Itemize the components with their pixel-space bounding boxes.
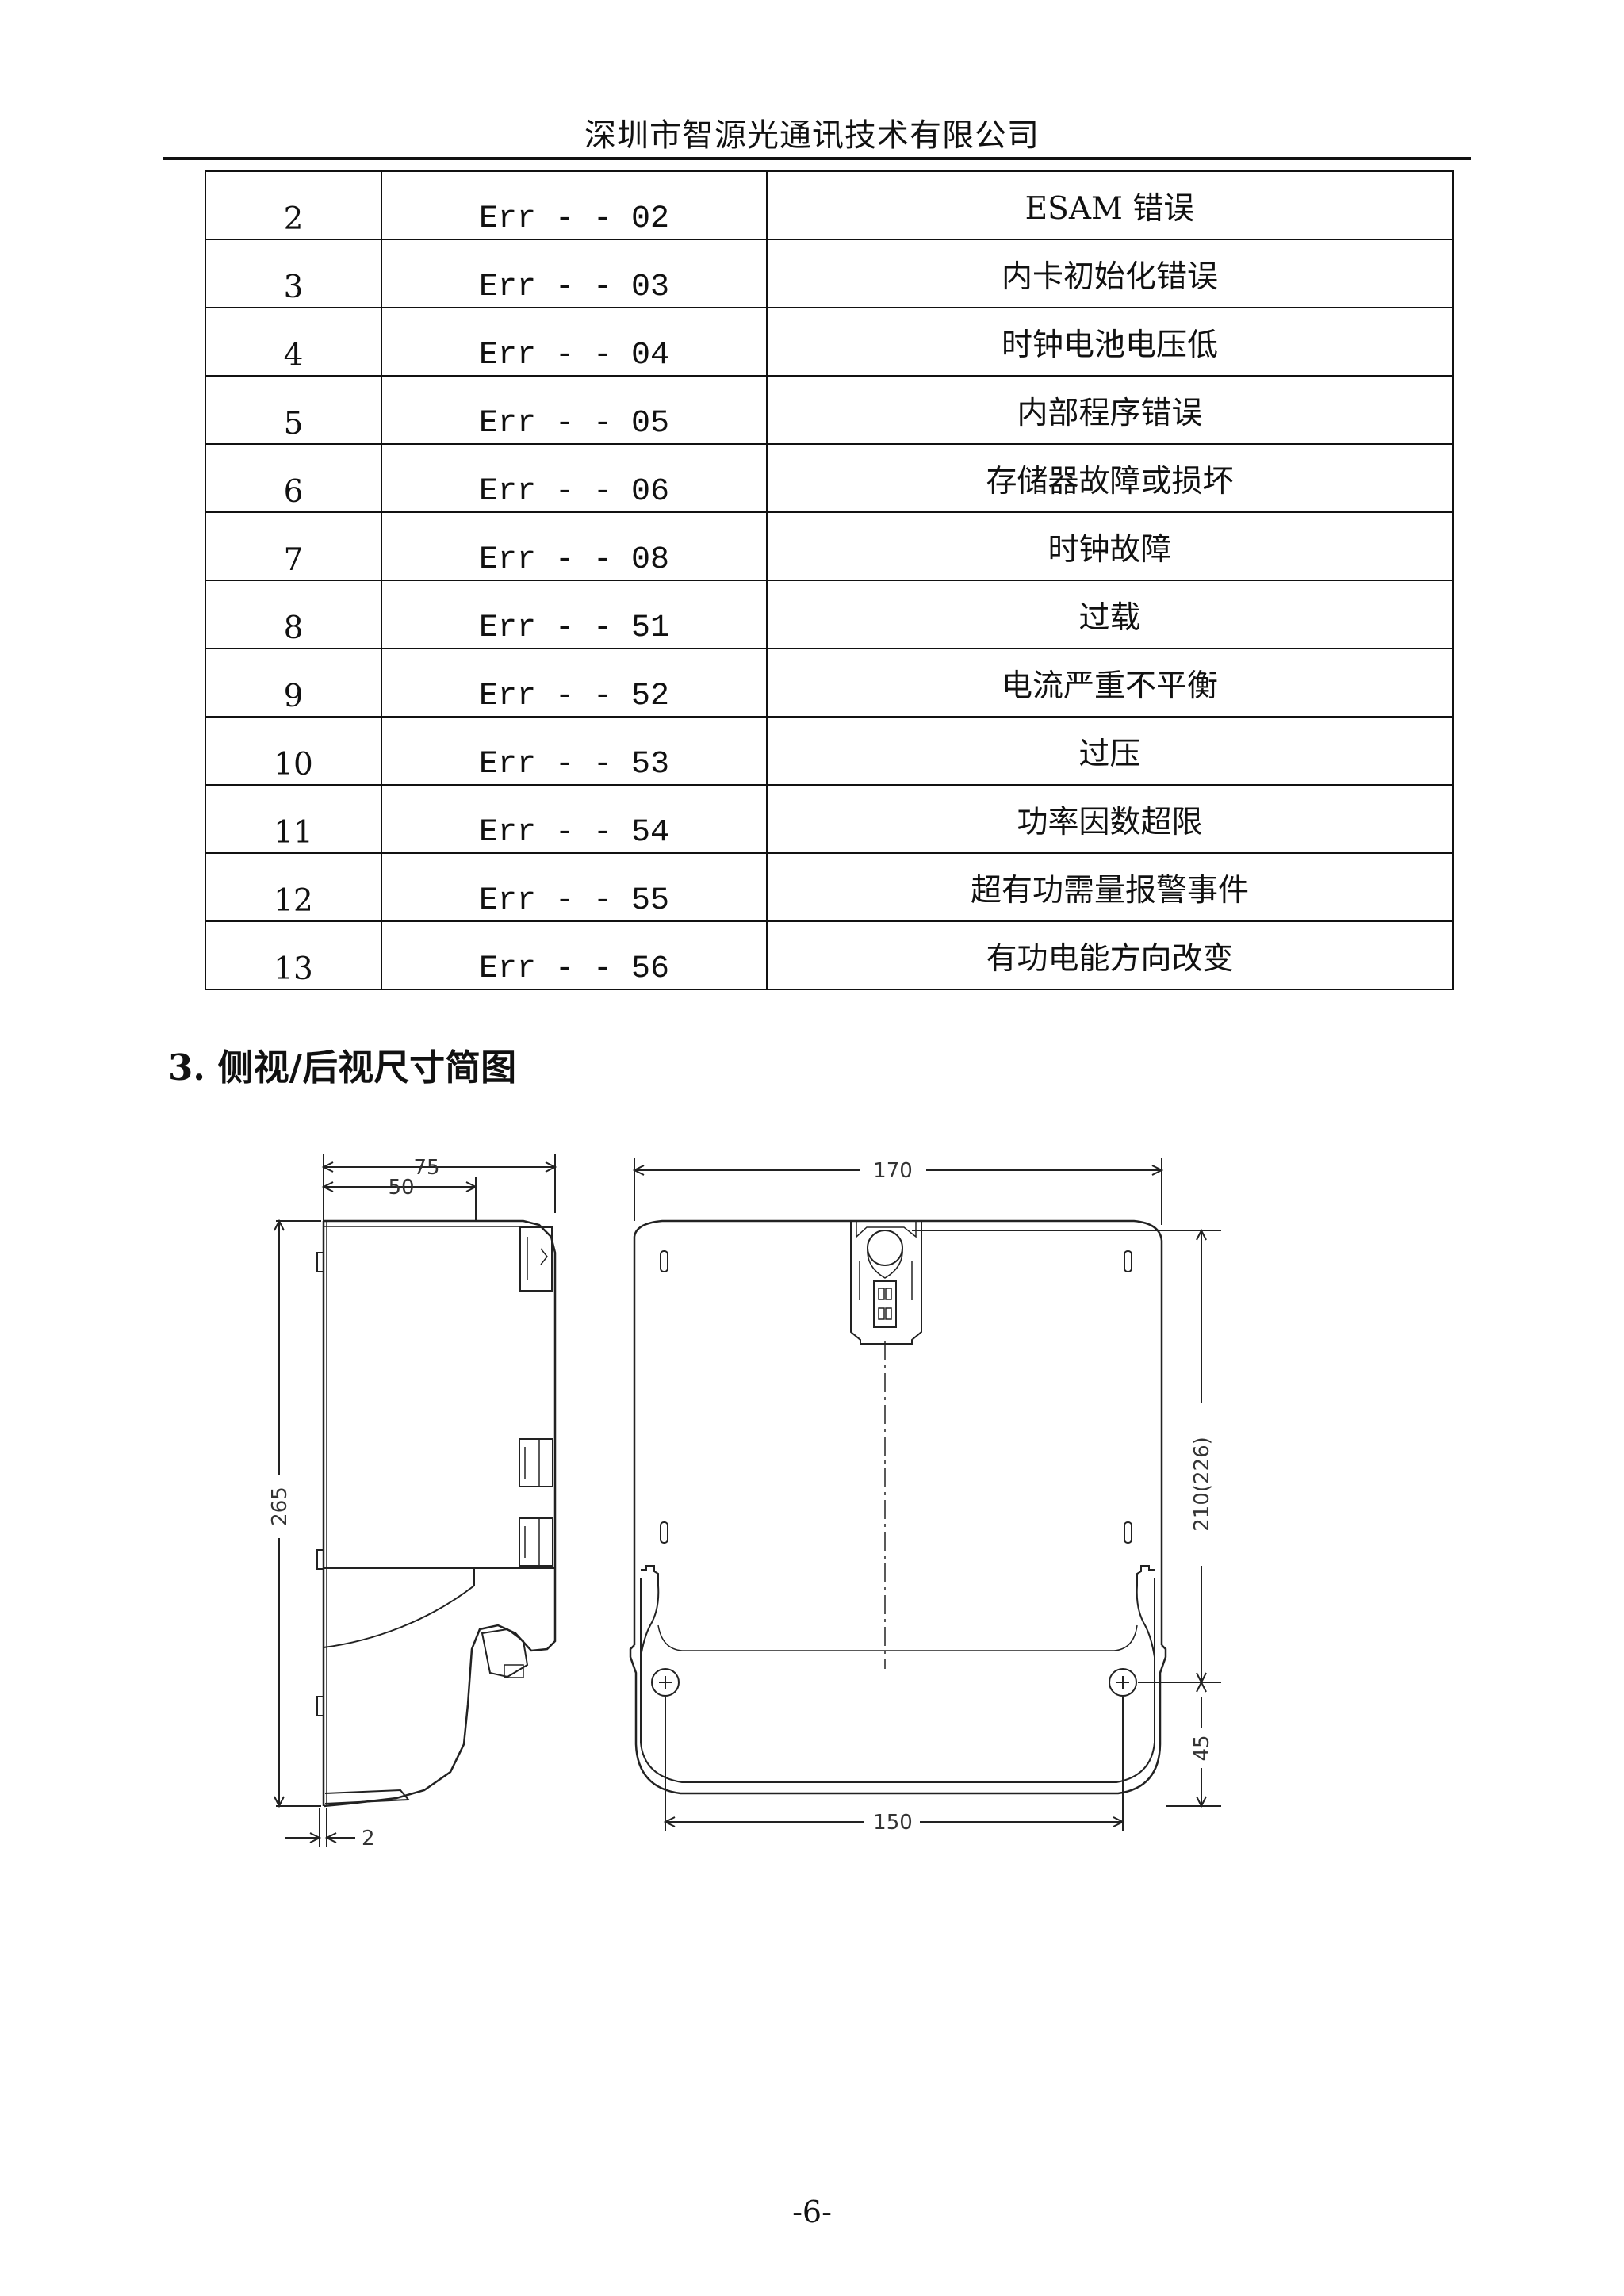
company-header: 深圳市智源光通讯技术有限公司 bbox=[584, 117, 1040, 154]
section-heading: 3. 侧视/后视尺寸简图 bbox=[168, 1047, 517, 1089]
page-number: -6- bbox=[792, 2195, 832, 2229]
dim-label-50: 50 bbox=[388, 1176, 414, 1200]
row-number: 3 bbox=[205, 239, 382, 308]
row-number: 13 bbox=[205, 920, 382, 990]
error-code: Err - - 04 bbox=[381, 307, 768, 377]
error-code: Err - - 08 bbox=[381, 511, 768, 581]
row-number: 7 bbox=[205, 511, 382, 581]
error-description: ESAM 错误 bbox=[766, 170, 1454, 240]
dim-label-265: 265 bbox=[268, 1487, 292, 1526]
row-number: 8 bbox=[205, 580, 382, 649]
dim-label-45: 45 bbox=[1190, 1735, 1214, 1761]
error-code: Err - - 52 bbox=[381, 648, 768, 718]
error-code: Err - - 55 bbox=[381, 852, 768, 922]
error-description: 功率因数超限 bbox=[766, 784, 1454, 854]
error-description: 有功电能方向改变 bbox=[766, 920, 1454, 990]
dim-label-75: 75 bbox=[413, 1156, 439, 1180]
row-number: 9 bbox=[205, 648, 382, 718]
error-code: Err - - 51 bbox=[381, 580, 768, 649]
row-number: 6 bbox=[205, 443, 382, 513]
error-code: Err - - 06 bbox=[381, 443, 768, 513]
error-code: Err - - 05 bbox=[381, 375, 768, 445]
rear-view: 170 210(226) 45 150 bbox=[629, 1158, 1221, 1835]
row-number: 11 bbox=[205, 784, 382, 854]
error-description: 电流严重不平衡 bbox=[766, 648, 1454, 718]
error-code: Err - - 53 bbox=[381, 716, 768, 786]
row-number: 5 bbox=[205, 375, 382, 445]
error-description: 过压 bbox=[766, 716, 1454, 786]
row-number: 4 bbox=[205, 307, 382, 377]
error-code: Err - - 03 bbox=[381, 239, 768, 308]
error-description: 内部程序错误 bbox=[766, 375, 1454, 445]
row-number: 12 bbox=[205, 852, 382, 922]
error-code: Err - - 56 bbox=[381, 920, 768, 990]
error-description: 时钟故障 bbox=[766, 511, 1454, 581]
error-description: 内卡初始化错误 bbox=[766, 239, 1454, 308]
dim-label-2: 2 bbox=[362, 1827, 375, 1850]
dim-label-170: 170 bbox=[873, 1159, 913, 1183]
side-view: 75 50 265 2 bbox=[268, 1154, 557, 1850]
error-code: Err - - 54 bbox=[381, 784, 768, 854]
error-description: 超有功需量报警事件 bbox=[766, 852, 1454, 922]
row-number: 10 bbox=[205, 716, 382, 786]
dim-label-210-226: 210(226) bbox=[1190, 1437, 1214, 1532]
row-number: 2 bbox=[205, 170, 382, 240]
header-divider bbox=[163, 157, 1471, 160]
error-description: 过载 bbox=[766, 580, 1454, 649]
error-code: Err - - 02 bbox=[381, 170, 768, 240]
error-description: 时钟电池电压低 bbox=[766, 307, 1454, 377]
error-description: 存储器故障或损坏 bbox=[766, 443, 1454, 513]
dim-label-150: 150 bbox=[873, 1811, 913, 1835]
